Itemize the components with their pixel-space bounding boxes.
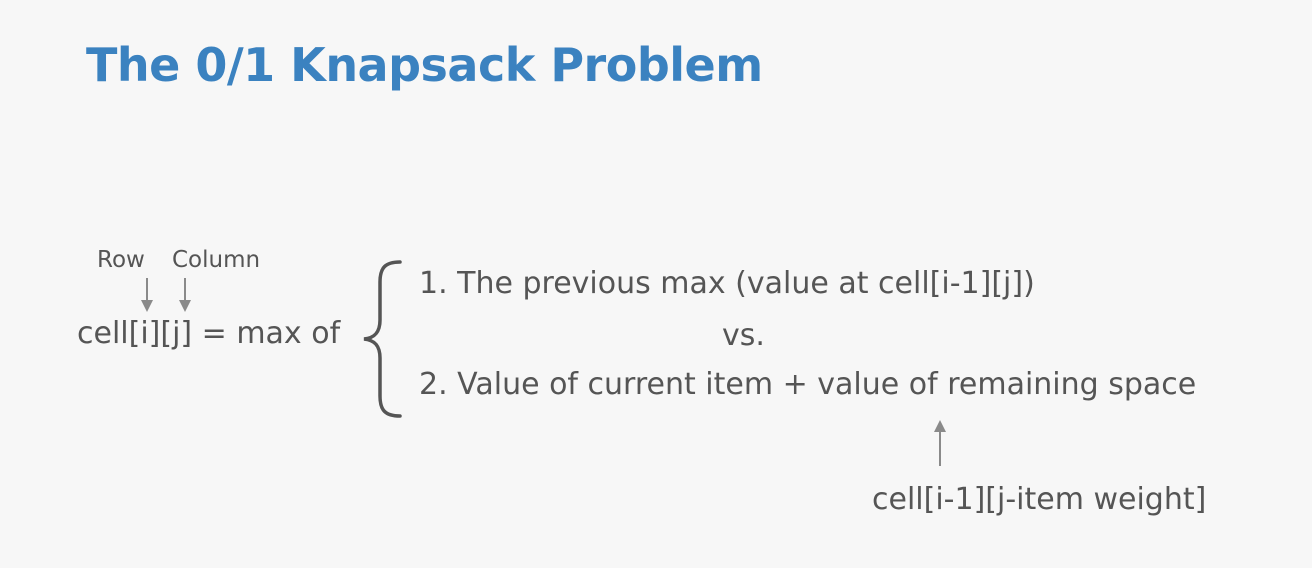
remaining-space-arrow bbox=[934, 420, 946, 466]
option-2-text: 2. Value of current item + value of rema… bbox=[419, 367, 1197, 402]
formula-lhs: cell[i][j] = max of bbox=[77, 316, 341, 351]
slide-title: The 0/1 Knapsack Problem bbox=[86, 38, 763, 92]
column-arrow bbox=[179, 278, 191, 312]
row-label: Row bbox=[97, 247, 145, 273]
vs-separator: vs. bbox=[722, 318, 765, 353]
option-1-text: 1. The previous max (value at cell[i-1][… bbox=[419, 266, 1035, 301]
column-label: Column bbox=[172, 247, 261, 273]
row-arrow bbox=[141, 278, 153, 312]
remaining-space-ref: cell[i-1][j-item weight] bbox=[872, 482, 1207, 517]
curly-brace bbox=[363, 260, 402, 418]
